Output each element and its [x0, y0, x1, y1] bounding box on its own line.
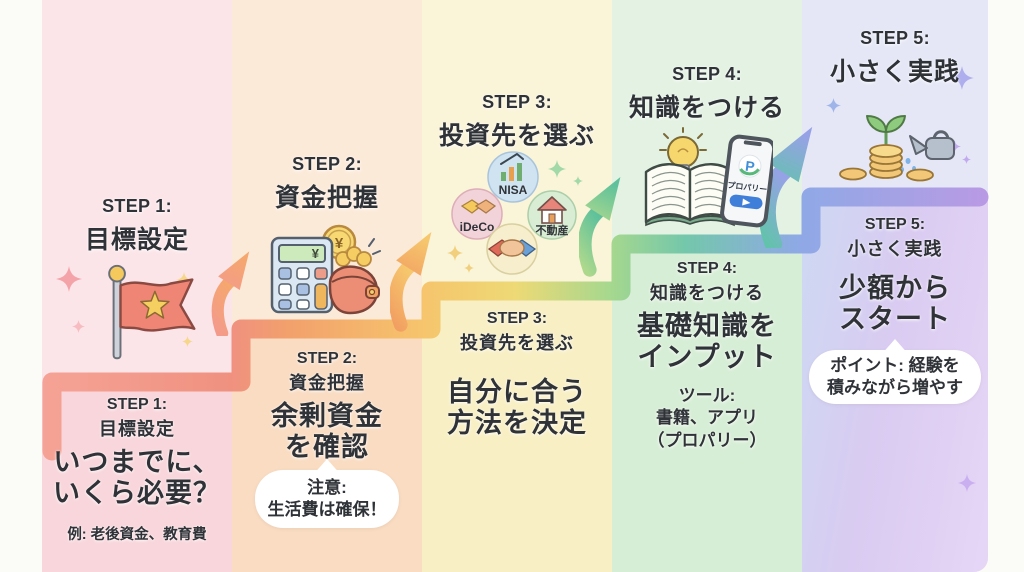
step4-emphasis-line: 基礎知識を [637, 311, 777, 341]
step2-detail: STEP 2: 資金把握 余剰資金 を確認 [232, 350, 422, 464]
column-3-lower-bg [422, 291, 612, 572]
watering-can-icon [900, 130, 955, 173]
step5-header: STEP 5: 小さく実践 [802, 28, 988, 88]
step1-emphasis-line: いつまでに、 [53, 447, 221, 477]
step1-detail: STEP 1: 目標設定 いつまでに、 いくら必要？ 例: 老後資金、教育費 [42, 396, 232, 544]
nisa-circle: NISA [487, 151, 539, 203]
step2-emphasis-line: 余剰資金 [271, 401, 383, 431]
step4-label: STEP 4: [672, 64, 742, 84]
calculator-yen-display: ¥ [312, 246, 320, 261]
sparkle-icon [464, 263, 474, 273]
step5-emphasis-line: スタート [839, 304, 951, 335]
phone-logo-letter: P [744, 158, 755, 175]
step2-header: STEP 2: 資金把握 [232, 154, 422, 214]
arrow-step2-to-step3-icon [390, 232, 432, 332]
fudosan-label: 不動産 [536, 223, 569, 237]
step2-detail-label: STEP 2: [296, 350, 358, 367]
step4-title: 知識をつける [628, 94, 785, 122]
phone-app-label: プロパリー [727, 180, 768, 195]
nisa-label: NISA [499, 183, 528, 197]
propally-phone-icon: P プロパリー [720, 134, 773, 228]
step2-detail-subtitle: 資金把握 [289, 373, 365, 393]
column-4-lower-bg [612, 244, 802, 572]
step3-label: STEP 3: [482, 92, 552, 112]
step1-detail-subtitle: 目標設定 [99, 419, 175, 439]
step4-detail-label: STEP 4: [676, 260, 738, 277]
step1-header: STEP 1: 目標設定 [42, 196, 232, 256]
step4-detail-subtitle: 知識をつける [650, 283, 764, 303]
step2-title: 資金把握 [274, 184, 379, 212]
step5-emphasis-line: 少額から [839, 273, 951, 303]
sparkle-icon [958, 474, 976, 492]
step2-emphasis-line: を確認 [285, 432, 369, 463]
step3-header: STEP 3: 投資先を選ぶ [422, 92, 612, 152]
sparkle-icon [826, 98, 841, 113]
book-phone-icon: P プロパリー [644, 127, 773, 228]
step5-label: STEP 5: [860, 28, 930, 48]
sparkle-icon [72, 320, 85, 333]
sprout-icon [866, 115, 906, 152]
calculator-wallet-icon: ¥ ¥ [270, 224, 381, 315]
step5-detail-label: STEP 5: [864, 216, 926, 233]
handshake-circle [486, 223, 538, 275]
step2-label: STEP 2: [292, 154, 362, 174]
step1-detail-label: STEP 1: [106, 396, 168, 413]
column-1-lower-bg [42, 382, 232, 572]
step5-bubble-line: ポイント: 経験を [830, 355, 960, 375]
step5-bubble-line: 積みながら増やす [827, 378, 963, 397]
step3-detail-subtitle: 投資先を選ぶ [460, 333, 574, 353]
step3-detail-label: STEP 3: [486, 310, 548, 327]
step3-emphasis-line: 自分に合う [447, 377, 587, 407]
coin-stack-icon [839, 144, 934, 182]
ideco-circle: iDeCo [451, 188, 503, 240]
step4-tools-line: （プロパリー） [647, 430, 767, 450]
ideco-label: iDeCo [460, 220, 495, 234]
sparkle-icon [56, 266, 82, 292]
plant-coins-icon [839, 115, 955, 182]
column-2-lower-bg [232, 329, 422, 572]
step5-detail: STEP 5: 小さく実践 少額から スタート [802, 216, 988, 336]
step4-header: STEP 4: 知識をつける [612, 64, 802, 124]
sparkle-icon [573, 176, 583, 186]
step4-tools-line: ツール: [678, 385, 736, 405]
step5-title: 小さく実践 [829, 58, 960, 86]
step3-emphasis-line: 方法を決定 [447, 408, 587, 439]
sparkle-icon [182, 336, 193, 347]
step4-detail: STEP 4: 知識をつける 基礎知識を インプット ツール: 書籍、アプリ （… [612, 260, 802, 452]
step4-tools-note: ツール: 書籍、アプリ （プロパリー） [612, 385, 802, 452]
step3-detail: STEP 3: 投資先を選ぶ 自分に合う 方法を決定 [422, 310, 612, 440]
step2-bubble-line: 注意: [307, 477, 347, 497]
step4-emphasis-line: インプット [637, 342, 777, 373]
arrow-step1-to-step2-icon [211, 251, 250, 336]
step2-warning-bubble: 注意: 生活費は確保！ [255, 470, 399, 528]
step1-emphasis-line: いくら必要？ [53, 478, 221, 509]
calculator-buttons [278, 267, 328, 310]
step4-tools-line: 書籍、アプリ [656, 408, 758, 428]
fudosan-circle: 不動産 [527, 190, 577, 240]
step5-point-bubble: ポイント: 経験を 積みながら増やす [809, 350, 981, 404]
sparkle-icon [548, 160, 566, 178]
step2-bubble-line: 生活費は確保！ [267, 500, 387, 519]
step1-label: STEP 1: [102, 196, 172, 216]
goal-flag-icon [108, 264, 196, 360]
sparkle-icon [447, 245, 463, 261]
coin-yen-symbol: ¥ [335, 235, 344, 252]
step1-title: 目標設定 [84, 226, 189, 254]
arrow-step3-to-step4-icon [579, 177, 621, 277]
investment-options-icon: NISA iDeCo 不動産 [451, 151, 577, 275]
step3-title: 投資先を選ぶ [438, 122, 595, 150]
step1-example-note: 例: 老後資金、教育費 [67, 526, 207, 543]
step5-detail-subtitle: 小さく実践 [847, 239, 943, 259]
sparkle-icon [962, 155, 971, 164]
sparkle-icon [950, 66, 974, 90]
